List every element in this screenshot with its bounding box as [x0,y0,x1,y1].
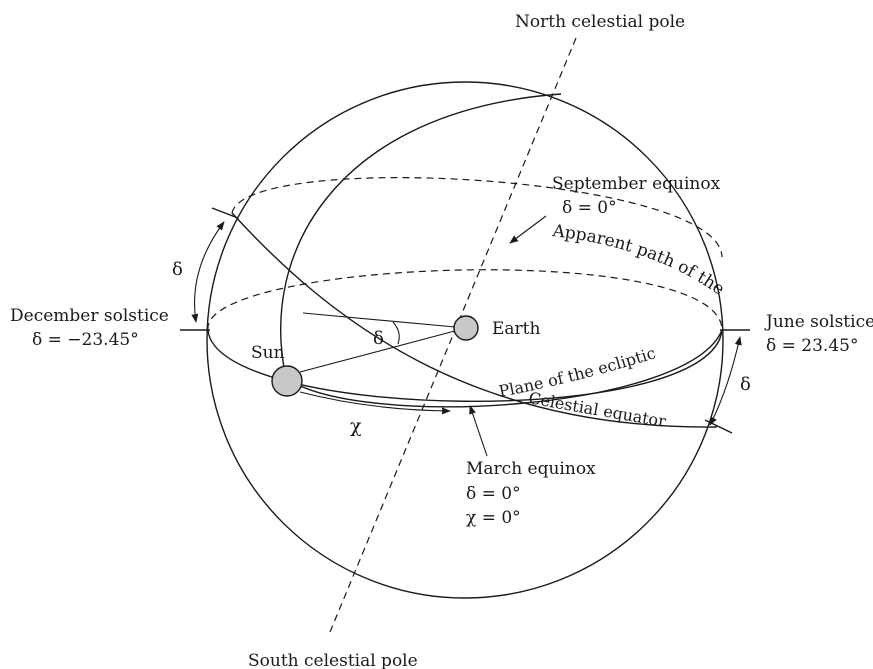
apparent-path-back [231,177,723,258]
earth-body [453,315,479,341]
apparent-path-front [231,212,718,428]
march-equinox-pointer [469,405,488,457]
march-delta-label: δ = 0° [466,484,521,504]
delta-right-label: δ [740,374,751,395]
september-delta-label: δ = 0° [562,198,617,218]
september-equinox-pointer [509,215,547,244]
december-upper-tick [211,207,239,219]
ecliptic-plane-arc [285,329,723,408]
north-pole-label: North celestial pole [515,12,685,32]
chi-arrow [299,391,451,415]
apparent-path-label: Apparent path of the Sun [0,0,733,303]
celestial-equator-label: Celestial equator [527,388,667,431]
equator-back [207,269,723,331]
celestial-equator-front [207,329,723,402]
march-equinox-label: March equinox [466,459,596,479]
september-equinox-label: September equinox [552,174,721,194]
sun-to-earth-line [299,327,467,373]
june-solstice-label: June solstice [764,312,873,332]
chi-label: χ [350,415,362,437]
earth-to-equator-line [302,312,467,329]
june-delta-label: δ = 23.45° [766,336,858,356]
meridian-circle [280,93,562,379]
december-delta-label: δ = −23.45° [32,330,139,350]
south-pole-label: South celestial pole [248,651,418,669]
delta-left-label: δ [172,259,183,280]
sun-label: Sun [251,343,285,363]
june-lower-tick [704,419,733,434]
delta-angle-label: δ [373,328,384,349]
plane-ecliptic-label: Plane of the ecliptic [497,343,658,401]
sun-body [271,365,303,397]
delta-angle-arc [392,321,400,345]
delta-arrow-left [191,221,225,323]
march-chi-label: χ = 0° [466,508,521,528]
earth-label: Earth [492,319,541,339]
delta-arrow-right [709,336,742,426]
december-solstice-label: December solstice [10,306,169,326]
